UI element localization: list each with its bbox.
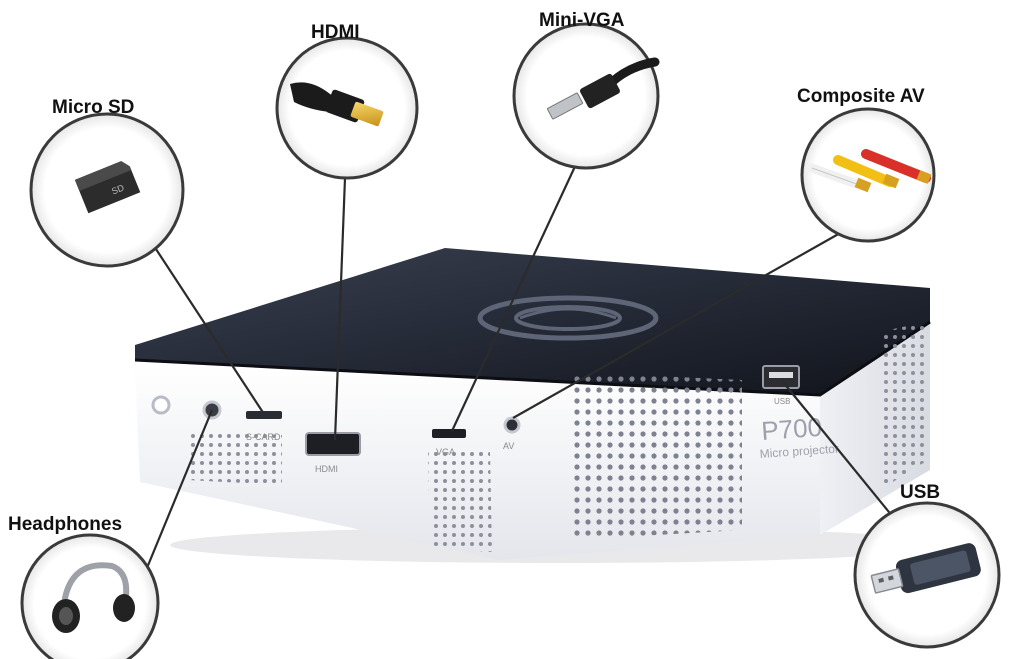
port-label-usb: USB: [774, 397, 790, 406]
callout-headphones: [20, 533, 160, 659]
front-grille-main: [570, 372, 742, 540]
leader-line-hdmi: [333, 177, 347, 441]
usb-stick-icon: [870, 543, 981, 594]
port-label-av: AV: [503, 441, 514, 451]
leader-line-mini-vga: [451, 159, 579, 432]
label-micro-sd: Micro SD: [52, 97, 135, 118]
composite-av-cable-icon: [807, 149, 932, 193]
micro-sd-card-icon: SD: [74, 161, 141, 214]
callout-hdmi: [275, 36, 419, 180]
port-label-hdmi: HDMI: [315, 464, 338, 474]
projector: S-CARD HDMI VGA AV USB P700 Micro projec…: [134, 248, 950, 563]
headphones-icon: [52, 562, 135, 633]
callout-mini-vga: [512, 22, 660, 170]
projector-logo: [477, 295, 659, 341]
callout-composite-av: [800, 107, 936, 243]
port-label-vga: VGA: [436, 447, 455, 457]
mini-vga-plug-icon: [547, 57, 660, 120]
leader-line-micro-sd: [151, 242, 265, 415]
label-composite-av: Composite AV: [797, 86, 925, 107]
front-grille-mid: [428, 448, 492, 552]
svg-text:SD: SD: [110, 182, 126, 196]
av-jack: [503, 416, 521, 434]
leader-line-headphones: [140, 409, 214, 581]
callout-micro-sd: SD: [29, 112, 185, 268]
callout-ring: [20, 533, 160, 659]
callout-usb: [853, 501, 1001, 649]
projector-top-face: [135, 248, 930, 395]
front-grille-left: [188, 430, 282, 485]
vga-port: [432, 429, 466, 438]
hdmi-plug-icon: [290, 82, 384, 127]
model-subtitle: Micro projector: [759, 441, 839, 461]
side-grille: [880, 322, 925, 490]
label-mini-vga: Mini-VGA: [539, 10, 625, 31]
label-headphones: Headphones: [8, 514, 123, 535]
hdmi-port: [305, 432, 361, 456]
label-usb: USB: [900, 482, 941, 503]
model-name: P700: [760, 412, 823, 446]
port-label-sd: S-CARD: [246, 432, 281, 442]
power-jack: [151, 395, 171, 415]
sd-slot: [246, 411, 282, 419]
usb-port-tongue: [769, 372, 793, 378]
leader-line-composite-av: [512, 231, 843, 419]
label-hdmi: HDMI: [311, 22, 360, 43]
